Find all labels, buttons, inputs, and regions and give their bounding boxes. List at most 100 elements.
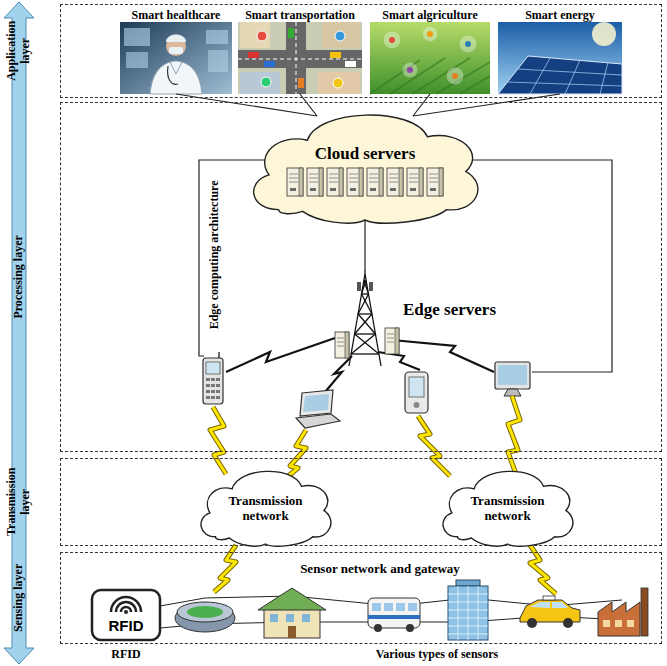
desktop-monitor-part xyxy=(504,389,521,396)
tower-strut xyxy=(355,334,379,354)
panel-title: Smart healthcare xyxy=(132,8,221,22)
agriculture-picture-part xyxy=(370,58,490,94)
pda-device-part xyxy=(405,372,428,413)
panel-title: Smart energy xyxy=(525,8,595,22)
transportation-picture-part xyxy=(318,72,360,94)
server-icon xyxy=(387,168,403,196)
bus-sensor-part xyxy=(406,624,414,632)
healthcare-picture-part xyxy=(169,47,183,54)
rfid-tag-part xyxy=(124,610,128,614)
agriculture-picture-part xyxy=(427,31,433,37)
rfid-tag-part xyxy=(111,597,141,612)
pda-device-part xyxy=(414,402,420,408)
edge-server-tower: Edge servers xyxy=(325,270,505,370)
mobile-phone-part xyxy=(206,384,210,387)
transportation-picture-part xyxy=(238,22,362,94)
healthcare-picture xyxy=(120,22,232,94)
server-light xyxy=(370,188,376,191)
mobile-phone xyxy=(203,352,223,404)
lightning-bolt-part xyxy=(210,407,226,474)
layer-label: Transmission layer xyxy=(5,461,33,543)
server-side xyxy=(395,328,399,354)
mobile-phone-part xyxy=(203,358,223,404)
agriculture-picture-part xyxy=(407,67,413,73)
antenna-panel xyxy=(369,282,373,291)
cloud-outline-path xyxy=(443,471,573,546)
transportation-picture-part xyxy=(345,61,356,67)
server-side xyxy=(299,168,303,196)
server-slots xyxy=(309,174,318,182)
house-sensor-part xyxy=(270,614,278,622)
bus-sensor-part xyxy=(368,615,420,619)
mobile-phone-part xyxy=(211,396,215,399)
server-slots xyxy=(409,174,418,182)
server-slots xyxy=(329,174,338,182)
layer-arrow xyxy=(4,2,34,664)
server-icon xyxy=(287,168,303,196)
antenna-panel xyxy=(357,282,361,291)
healthcare-picture-part xyxy=(124,28,150,46)
server-slots xyxy=(389,174,398,182)
tower-strut xyxy=(364,270,365,274)
bus-sensor-part xyxy=(368,598,420,628)
tower-strut xyxy=(351,334,375,354)
healthcare-picture-part xyxy=(168,66,178,84)
cloud-outline-path xyxy=(254,115,478,223)
mobile-phone-part xyxy=(206,362,220,374)
transportation-picture-part xyxy=(330,52,341,58)
office-tower-sensor xyxy=(448,580,488,640)
transportation-picture-part xyxy=(322,22,360,48)
layer-label: Sensing layer xyxy=(12,557,26,639)
wireless-link-part xyxy=(226,338,335,372)
server-slots xyxy=(289,174,298,182)
energy-picture-part xyxy=(508,58,622,94)
transportation-picture-part xyxy=(296,22,297,94)
laptop-part xyxy=(296,414,340,428)
taxi-sensor-part xyxy=(552,602,568,608)
transportation-picture xyxy=(238,22,362,94)
mobile-phone-part xyxy=(211,384,215,387)
desktop-monitor xyxy=(495,362,530,396)
office-tower-sensor-part xyxy=(448,586,488,640)
mobile-phone-part xyxy=(218,352,220,358)
server-light xyxy=(410,188,416,191)
server-icon xyxy=(407,168,423,196)
agriculture-picture-part xyxy=(452,73,458,79)
taxi-sensor xyxy=(520,596,580,628)
server-slots xyxy=(369,174,378,182)
server-side xyxy=(379,168,383,196)
transportation-picture-part xyxy=(248,52,259,58)
bus-sensor-part xyxy=(384,603,393,611)
server-rack-group xyxy=(245,116,485,220)
rfid-tag xyxy=(92,590,160,640)
transportation-picture-part xyxy=(264,61,275,67)
agriculture-picture-part xyxy=(384,32,400,48)
factory-sensor-part xyxy=(603,620,610,627)
desktop-monitor-part xyxy=(498,365,527,385)
laptop-part xyxy=(303,394,329,412)
house-sensor-part xyxy=(288,626,296,638)
agriculture-picture-part xyxy=(447,68,463,84)
server-light xyxy=(330,188,336,191)
network-caption: Sensor network and gateway xyxy=(300,562,460,577)
mobile-phone-part xyxy=(216,396,220,399)
edge-server-icon xyxy=(385,328,399,354)
wireless-link-part xyxy=(392,340,494,372)
factory-sensor-part xyxy=(598,602,640,636)
bus-sensor-part xyxy=(396,603,405,611)
application-panel: Smart healthcare xyxy=(120,8,232,94)
agriculture-picture-part xyxy=(465,41,471,47)
application-panel: Smart transportation xyxy=(238,8,362,94)
healthcare-picture-part xyxy=(166,35,186,43)
healthcare-picture-part xyxy=(126,52,148,68)
healthcare-picture-part xyxy=(120,22,232,94)
cloud-server-group: Cloud servers xyxy=(245,116,485,220)
network-cloud: Transmission network xyxy=(438,472,577,544)
bus-sensor-part xyxy=(372,603,381,611)
lightning-bolt-part xyxy=(418,416,450,476)
server-icon xyxy=(427,168,443,196)
rfid-tag-text: RFID xyxy=(109,617,144,634)
bus-sensor-part xyxy=(374,624,382,632)
